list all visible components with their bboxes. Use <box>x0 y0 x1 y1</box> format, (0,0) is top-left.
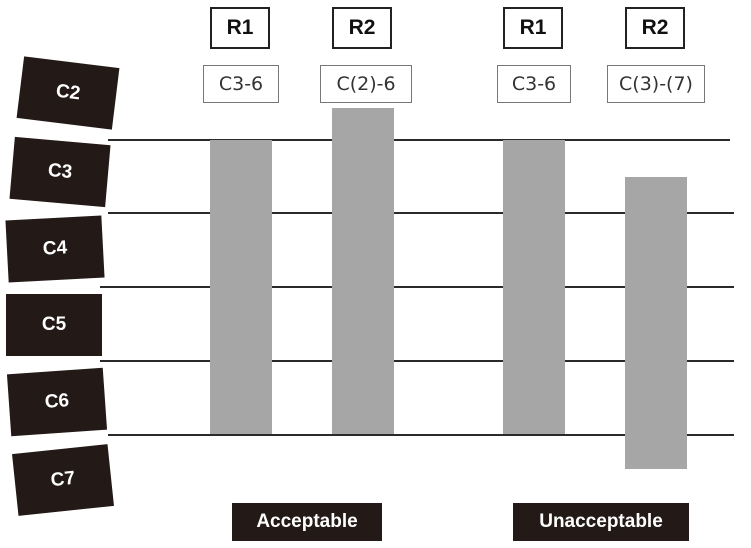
range-text: C3-6 <box>511 73 557 95</box>
range-box-r2-unacceptable: C(3)-(7) <box>607 65 705 103</box>
rod-bar-r1-unacceptable <box>503 140 565 434</box>
range-text: C(2)-6 <box>336 73 396 95</box>
verdict-acceptable: Acceptable <box>232 503 382 541</box>
vertebra-c5: C5 <box>6 294 102 356</box>
vertebra-c3: C3 <box>9 136 111 208</box>
rod-label-r1-acceptable: R1 <box>210 7 270 49</box>
vertebra-c6: C6 <box>6 367 108 437</box>
vertebra-label: C4 <box>42 237 68 260</box>
vertebra-c7: C7 <box>12 444 114 516</box>
range-text: C(3)-(7) <box>619 73 693 95</box>
vertebra-label: C6 <box>44 390 70 413</box>
vertebra-label: C7 <box>49 467 77 492</box>
vertebra-c4: C4 <box>5 215 105 283</box>
range-box-r2-acceptable: C(2)-6 <box>320 65 412 103</box>
range-text: C3-6 <box>218 73 264 95</box>
rod-label-text: R1 <box>519 16 547 39</box>
rod-label-text: R2 <box>348 16 376 39</box>
range-box-r1-acceptable: C3-6 <box>203 65 279 103</box>
level-line-c3-c4 <box>108 212 734 214</box>
vertebra-label: C2 <box>54 80 82 105</box>
verdict-unacceptable: Unacceptable <box>513 503 689 541</box>
rod-bar-r2-acceptable <box>332 108 394 434</box>
rod-label-text: R2 <box>641 16 669 39</box>
level-line-c6-c7 <box>108 434 734 436</box>
level-line-c2-c3 <box>108 139 730 141</box>
range-box-r1-unacceptable: C3-6 <box>497 65 571 103</box>
rod-label-r1-unacceptable: R1 <box>503 7 563 49</box>
vertebra-label: C3 <box>47 159 74 184</box>
rod-label-text: R1 <box>226 16 254 39</box>
rod-label-r2-unacceptable: R2 <box>625 7 685 49</box>
rod-bar-r1-acceptable <box>210 140 272 434</box>
vertebra-label: C5 <box>41 314 67 335</box>
verdict-text: Acceptable <box>256 511 358 532</box>
level-line-c5-c6 <box>100 360 734 362</box>
verdict-text: Unacceptable <box>539 511 663 532</box>
rod-bar-r2-unacceptable <box>625 177 687 469</box>
rod-label-r2-acceptable: R2 <box>332 7 392 49</box>
vertebra-c2: C2 <box>16 56 120 130</box>
level-line-c4-c5 <box>100 286 734 288</box>
